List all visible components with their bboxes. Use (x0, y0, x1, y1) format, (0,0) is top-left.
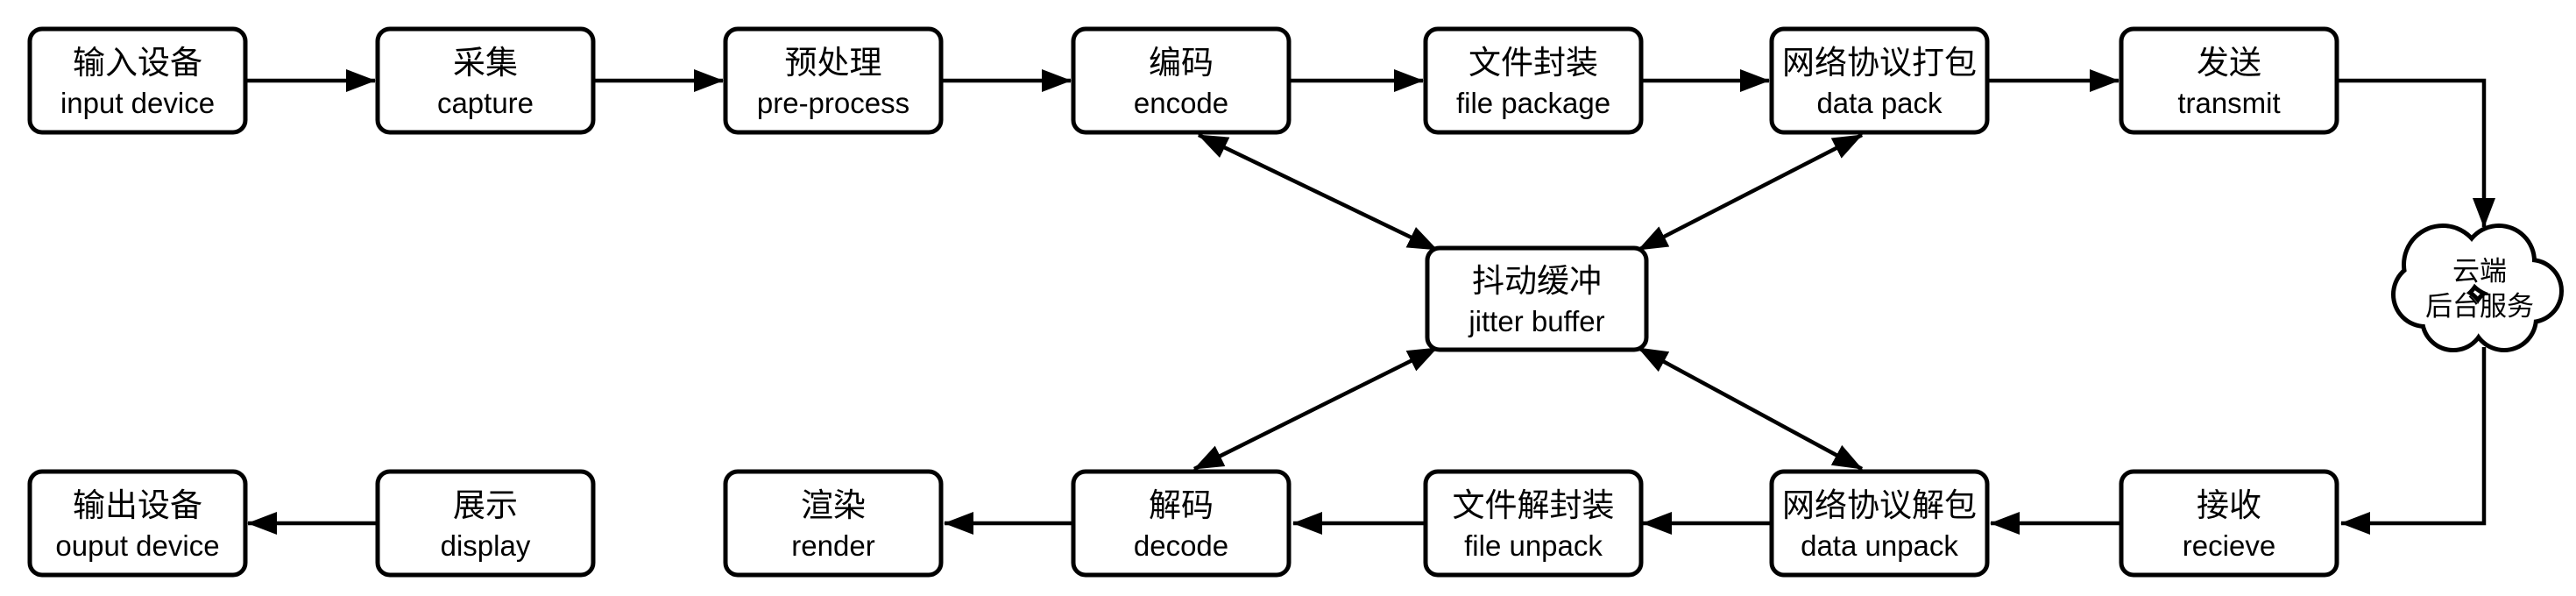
output-device-box (27, 469, 248, 578)
render-box (723, 469, 944, 578)
data-unpack-label-zh: 网络协议解包 (1782, 487, 1977, 523)
render-label-zh: 渲染 (801, 487, 866, 523)
node-file-unpack: 文件解封装 file unpack (1423, 469, 1644, 578)
transmit-label-zh: 发送 (2197, 45, 2261, 81)
encode-label-zh: 编码 (1149, 45, 1214, 81)
jitter-buffer-label-en: jitter buffer (1468, 305, 1604, 337)
node-data-unpack: 网络协议解包 data unpack (1769, 469, 1990, 578)
data-unpack-box (1769, 469, 1990, 578)
cloud-service-label-line1: 云端 (2452, 256, 2507, 287)
node-file-package: 文件封装 file package (1423, 26, 1644, 135)
pre-process-box (723, 26, 944, 135)
node-render: 渲染 render (723, 469, 944, 578)
output-device-label-zh: 输出设备 (73, 487, 202, 523)
display-label-en: display (441, 529, 531, 562)
file-package-label-en: file package (1456, 87, 1610, 119)
node-display: 展示 display (375, 469, 596, 578)
capture-box (375, 26, 596, 135)
display-box (375, 469, 596, 578)
node-capture: 采集 capture (375, 26, 596, 135)
jitter-buffer-box (1425, 245, 1649, 352)
cloud-service-label-line2: 后台服务 (2425, 291, 2534, 322)
node-encode: 编码 encode (1071, 26, 1292, 135)
input-device-label-en: input device (60, 87, 215, 119)
node-decode: 解码 decode (1071, 469, 1292, 578)
capture-label-en: capture (437, 87, 534, 119)
file-unpack-box (1423, 469, 1644, 578)
edge-data-unpack-jitter-buffer-bidirectional-arrow (1637, 346, 1864, 471)
node-output-device: 输出设备 ouput device (27, 469, 248, 578)
input-device-label-zh: 输入设备 (73, 45, 202, 81)
decode-label-zh: 解码 (1149, 487, 1214, 523)
recieve-label-zh: 接收 (2197, 487, 2261, 523)
decode-box (1071, 469, 1292, 578)
input-device-box (27, 26, 248, 135)
capture-label-zh: 采集 (453, 45, 518, 81)
node-transmit: 发送 transmit (2119, 26, 2339, 135)
node-jitter-buffer: 抖动缓冲 jitter buffer (1425, 245, 1649, 352)
data-unpack-label-en: data unpack (1801, 529, 1958, 562)
jitter-buffer-label-zh: 抖动缓冲 (1472, 263, 1602, 299)
file-unpack-label-en: file unpack (1464, 529, 1603, 562)
pre-process-label-zh: 预处理 (785, 45, 882, 81)
data-pack-box (1769, 26, 1990, 135)
recieve-label-en: recieve (2183, 529, 2275, 562)
data-pack-label-zh: 网络协议打包 (1782, 45, 1977, 81)
recieve-box (2119, 469, 2339, 578)
edge-encode-jitter-buffer-bidirectional-arrow (1198, 132, 1438, 252)
display-label-zh: 展示 (453, 487, 518, 523)
transmit-label-en: transmit (2177, 87, 2280, 119)
edge-decode-jitter-buffer-bidirectional-arrow (1192, 345, 1439, 472)
node-data-pack: 网络协议打包 data pack (1769, 26, 1990, 135)
data-pack-label-en: data pack (1816, 87, 1943, 119)
node-input-device: 输入设备 input device (27, 26, 248, 135)
edge-transmit-to-cloud-service-arrow (2337, 78, 2495, 228)
edge-data-pack-jitter-buffer-bidirectional-arrow (1637, 132, 1864, 252)
pre-process-label-en: pre-process (757, 87, 909, 119)
file-package-label-zh: 文件封装 (1468, 45, 1598, 81)
transmit-box (2119, 26, 2339, 135)
file-package-box (1423, 26, 1644, 135)
file-unpack-label-zh: 文件解封装 (1453, 487, 1615, 523)
encode-label-en: encode (1134, 87, 1228, 119)
encode-box (1071, 26, 1292, 135)
render-label-en: render (791, 529, 874, 562)
node-recieve: 接收 recieve (2119, 469, 2339, 578)
node-pre-process: 预处理 pre-process (723, 26, 944, 135)
edge-cloud-service-to-recieve-arrow (2340, 347, 2487, 535)
cloud-fill (2474, 288, 2534, 348)
decode-label-en: decode (1134, 529, 1228, 562)
output-device-label-en: ouput device (55, 529, 219, 562)
cloud-fill (2396, 265, 2455, 324)
